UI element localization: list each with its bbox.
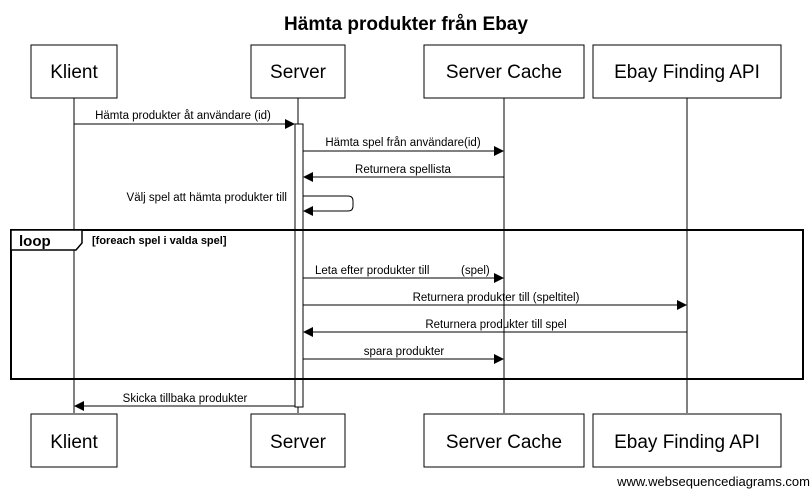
message-returnera-produkter-speltitel: Returnera produkter till (speltitel) bbox=[303, 292, 687, 310]
loop-fragment: loop [foreach spel i valda spel] bbox=[10, 229, 804, 380]
message-leta-efter-produkter: Leta efter produkter till (spel) bbox=[303, 265, 504, 283]
message-label: Välj spel att hämta produkter till bbox=[127, 192, 287, 204]
message-label: Leta efter produkter till bbox=[315, 265, 429, 277]
loop-keyword: loop bbox=[19, 233, 51, 250]
participant-klient-label: Klient bbox=[50, 62, 98, 83]
message-label: Returnera produkter till (speltitel) bbox=[413, 292, 580, 304]
message-returnera-produkter-spel: Returnera produkter till spel bbox=[303, 319, 687, 337]
message-spara-produkter: spara produkter bbox=[303, 346, 504, 364]
participant-server-cache-label: Server Cache bbox=[446, 62, 562, 83]
message-hamta-produkter: Hämta produkter åt användare (id) bbox=[74, 110, 295, 129]
message-label-suffix: (spel) bbox=[461, 265, 490, 277]
message-skicka-tillbaka: Skicka tillbaka produkter bbox=[74, 393, 295, 411]
diagram-title: Hämta produkter från Ebay bbox=[284, 14, 528, 35]
loop-tab bbox=[10, 229, 83, 251]
message-label: Returnera produkter till spel bbox=[425, 319, 566, 331]
message-label: Returnera spellista bbox=[355, 164, 451, 176]
watermark: www.websequencediagrams.com bbox=[616, 474, 810, 489]
participant-server-cache-top: Server Cache bbox=[423, 44, 585, 99]
participant-klient-label: Klient bbox=[50, 432, 98, 453]
participant-ebay-label: Ebay Finding API bbox=[614, 432, 760, 453]
message-label: spara produkter bbox=[364, 346, 445, 358]
participant-ebay-bottom: Ebay Finding API bbox=[592, 413, 782, 468]
self-message-arrow bbox=[303, 195, 354, 216]
participant-server-cache-bottom: Server Cache bbox=[423, 413, 585, 468]
participant-server-top: Server bbox=[250, 44, 346, 99]
message-valj-spel: Välj spel att hämta produkter till bbox=[127, 192, 354, 216]
participant-ebay-top: Ebay Finding API bbox=[592, 44, 782, 99]
participant-ebay-label: Ebay Finding API bbox=[614, 62, 760, 83]
message-label: Hämta produkter åt användare (id) bbox=[95, 110, 271, 122]
participant-server-label: Server bbox=[270, 432, 327, 453]
participant-klient-top: Klient bbox=[30, 44, 118, 99]
participant-klient-bottom: Klient bbox=[30, 413, 118, 468]
participant-server-cache-label: Server Cache bbox=[446, 432, 562, 453]
message-hamta-spel: Hämta spel från användare(id) bbox=[303, 137, 504, 156]
server-activation-bar bbox=[294, 123, 304, 408]
loop-condition: [foreach spel i valda spel] bbox=[92, 235, 227, 247]
participant-server-label: Server bbox=[270, 62, 327, 83]
message-returnera-spellista: Returnera spellista bbox=[303, 164, 504, 182]
message-label: Hämta spel från användare(id) bbox=[325, 137, 480, 149]
participant-server-bottom: Server bbox=[250, 413, 346, 468]
loop-frame bbox=[10, 229, 804, 380]
message-label: Skicka tillbaka produkter bbox=[123, 393, 248, 405]
